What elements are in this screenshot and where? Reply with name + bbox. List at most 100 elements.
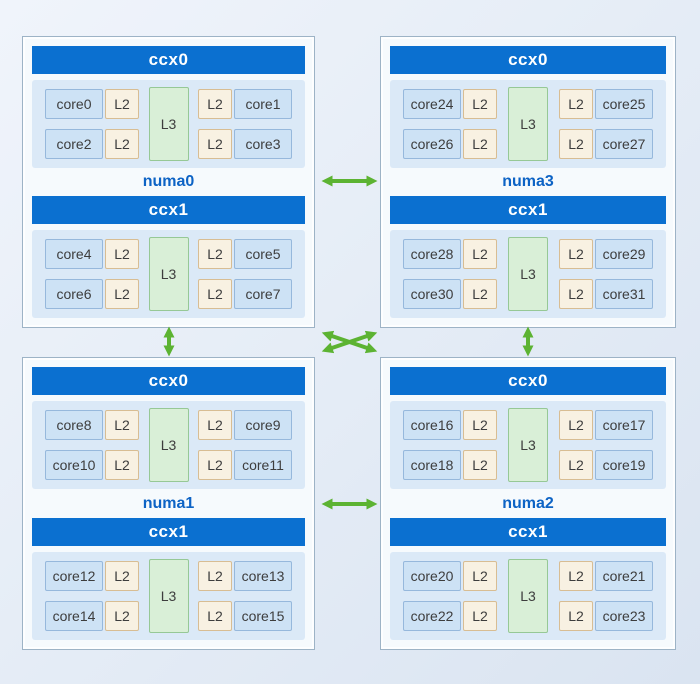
core-column-left: core28 L2 core30 L2: [403, 239, 497, 309]
core-box: core4: [45, 239, 103, 269]
l3-cache-box: L3: [508, 237, 548, 311]
core-l2-pair: L2 core3: [198, 129, 292, 159]
core-column-left: core12 L2 core14 L2: [45, 561, 139, 631]
l3-cache-box: L3: [508, 87, 548, 161]
core-l2-pair: core18 L2: [403, 450, 497, 480]
ccx-core-panel: core8 L2 core10 L2 L3 L2 core9 L2 core11: [32, 401, 305, 489]
core-l2-pair: core2 L2: [45, 129, 139, 159]
ccx-core-panel: core12 L2 core14 L2 L3 L2 core13 L2 core…: [32, 552, 305, 640]
l2-cache-box: L2: [105, 129, 139, 159]
core-l2-pair: core6 L2: [45, 279, 139, 309]
ccx-header: ccx1: [390, 518, 666, 546]
core-l2-pair: L2 core31: [559, 279, 653, 309]
core-box: core17: [595, 410, 653, 440]
l2-cache-box: L2: [559, 89, 593, 119]
ccx-header: ccx0: [390, 367, 666, 395]
core-box: core18: [403, 450, 461, 480]
core-column-left: core16 L2 core18 L2: [403, 410, 497, 480]
l2-cache-box: L2: [463, 239, 497, 269]
core-l2-pair: core12 L2: [45, 561, 139, 591]
l2-cache-box: L2: [559, 601, 593, 631]
l2-cache-box: L2: [105, 410, 139, 440]
core-column-left: core20 L2 core22 L2: [403, 561, 497, 631]
ccx-header: ccx1: [390, 196, 666, 224]
l2-cache-box: L2: [105, 239, 139, 269]
link-arrow-numa0-numa2: [321, 330, 378, 354]
core-l2-pair: L2 core19: [559, 450, 653, 480]
ccx-core-panel: core28 L2 core30 L2 L3 L2 core29 L2 core…: [390, 230, 666, 318]
numa-label: numa2: [502, 494, 554, 512]
l2-cache-box: L2: [105, 561, 139, 591]
core-l2-pair: core16 L2: [403, 410, 497, 440]
core-l2-pair: L2 core5: [198, 239, 292, 269]
core-box: core5: [234, 239, 292, 269]
core-box: core22: [403, 601, 461, 631]
l2-cache-box: L2: [559, 410, 593, 440]
numa-label: numa3: [502, 173, 554, 190]
core-box: core25: [595, 89, 653, 119]
l2-cache-box: L2: [105, 601, 139, 631]
l2-cache-box: L2: [105, 89, 139, 119]
ccx-header: ccx1: [32, 196, 305, 224]
ccx-header: ccx0: [390, 46, 666, 74]
core-column-right: L2 core17 L2 core19: [559, 410, 653, 480]
core-l2-pair: core4 L2: [45, 239, 139, 269]
core-l2-pair: L2 core23: [559, 601, 653, 631]
l2-cache-box: L2: [463, 279, 497, 309]
l2-cache-box: L2: [198, 410, 232, 440]
core-box: core26: [403, 129, 461, 159]
core-l2-pair: L2 core25: [559, 89, 653, 119]
core-column-left: core24 L2 core26 L2: [403, 89, 497, 159]
l2-cache-box: L2: [198, 129, 232, 159]
l2-cache-box: L2: [198, 239, 232, 269]
l2-cache-box: L2: [463, 601, 497, 631]
l3-cache-box: L3: [148, 408, 189, 482]
l2-cache-box: L2: [105, 279, 139, 309]
core-l2-pair: L2 core1: [198, 89, 292, 119]
l2-cache-box: L2: [463, 561, 497, 591]
l3-cache-box: L3: [508, 559, 548, 633]
l2-cache-box: L2: [463, 450, 497, 480]
ccx-core-panel: core16 L2 core18 L2 L3 L2 core17 L2 core…: [390, 401, 666, 489]
core-column-right: L2 core29 L2 core31: [559, 239, 653, 309]
core-column-right: L2 core9 L2 core11: [198, 410, 292, 480]
numa-node-numa0: ccx0 core0 L2 core2 L2 L3 L2 core1: [22, 36, 315, 328]
core-box: core27: [595, 129, 653, 159]
core-l2-pair: L2 core17: [559, 410, 653, 440]
core-box: core12: [45, 561, 103, 591]
core-box: core24: [403, 89, 461, 119]
ccx-header: ccx0: [32, 367, 305, 395]
core-column-left: core8 L2 core10 L2: [45, 410, 139, 480]
core-l2-pair: L2 core9: [198, 410, 292, 440]
core-l2-pair: core24 L2: [403, 89, 497, 119]
core-l2-pair: L2 core15: [198, 601, 292, 631]
core-box: core2: [45, 129, 103, 159]
core-box: core30: [403, 279, 461, 309]
core-l2-pair: L2 core21: [559, 561, 653, 591]
core-column-right: L2 core21 L2 core23: [559, 561, 653, 631]
l3-cache-box: L3: [148, 559, 189, 633]
numa-label: numa0: [142, 173, 195, 190]
core-box: core20: [403, 561, 461, 591]
l3-cache-box: L3: [148, 87, 189, 161]
core-l2-pair: core20 L2: [403, 561, 497, 591]
core-box: core19: [595, 450, 653, 480]
core-box: core28: [403, 239, 461, 269]
core-box: core29: [595, 239, 653, 269]
l2-cache-box: L2: [198, 279, 232, 309]
core-box: core3: [234, 129, 292, 159]
core-column-right: L2 core13 L2 core15: [198, 561, 292, 631]
l2-cache-box: L2: [463, 129, 497, 159]
core-l2-pair: L2 core29: [559, 239, 653, 269]
core-l2-pair: core10 L2: [45, 450, 139, 480]
core-column-right: L2 core5 L2 core7: [198, 239, 292, 309]
core-box: core15: [234, 601, 292, 631]
core-l2-pair: core30 L2: [403, 279, 497, 309]
l2-cache-box: L2: [559, 561, 593, 591]
core-box: core14: [45, 601, 103, 631]
l3-cache-box: L3: [148, 237, 189, 311]
l2-cache-box: L2: [559, 129, 593, 159]
core-l2-pair: L2 core11: [198, 450, 292, 480]
l2-cache-box: L2: [559, 239, 593, 269]
ccx-core-panel: core24 L2 core26 L2 L3 L2 core25 L2 core…: [390, 80, 666, 168]
